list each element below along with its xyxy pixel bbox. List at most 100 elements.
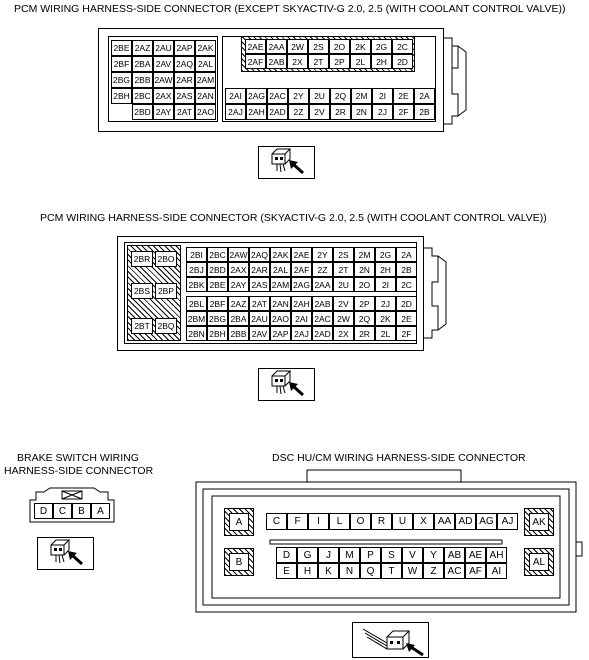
pin-cell: 2W <box>287 39 308 54</box>
pin-cell: 2AE <box>245 39 266 54</box>
pin-cell: 2AI <box>291 311 312 326</box>
pin-cell: 2BS <box>131 283 153 299</box>
pin-cell: 2BD <box>207 262 228 277</box>
pin-cell: 2AZ <box>132 40 153 56</box>
pin-cell: AD <box>455 513 476 530</box>
pin-cell: 2L <box>375 326 396 341</box>
pin-cell: 2AN <box>195 88 216 104</box>
pcm1-view-icon <box>258 146 315 179</box>
dsc-corner-pin: AK <box>529 513 549 531</box>
pin-cell: 2AU <box>153 40 174 56</box>
pin-cell: 2AU <box>249 311 270 326</box>
pin-cell: 2C <box>392 39 413 54</box>
pin-cell: 2BB <box>132 72 153 88</box>
pin-cell: 2AR <box>174 72 195 88</box>
pin-cell: 2AC <box>267 88 288 104</box>
pin-cell: 2H <box>375 262 396 277</box>
dsc-housing <box>195 469 583 613</box>
pin-cell: 2AH <box>291 296 312 311</box>
pin-cell: E <box>276 563 297 579</box>
pin-cell: C <box>266 513 287 530</box>
pin-cell: 2AV <box>153 56 174 72</box>
pin-cell: 2X <box>287 54 308 69</box>
pin-cell: 2R <box>354 326 375 341</box>
pin-cell: 2U <box>333 277 354 292</box>
pin-cell: 2E <box>393 88 414 104</box>
pin-cell: 2AW <box>153 72 174 88</box>
pin-cell: 2AK <box>270 247 291 262</box>
pin-cell: 2C <box>396 277 417 292</box>
pin-cell: 2AZ <box>228 296 249 311</box>
pin-cell: 2AX <box>153 88 174 104</box>
pin-cell: 2AG <box>246 88 267 104</box>
pin-cell: 2R <box>330 104 351 120</box>
pin-cell: 2AT <box>249 296 270 311</box>
pin-cell: N <box>339 563 360 579</box>
pin-cell: 2BI <box>186 247 207 262</box>
pin-cell: 2K <box>375 311 396 326</box>
pin-cell: 2AG <box>291 277 312 292</box>
pin-cell: 2AR <box>249 262 270 277</box>
pin-cell: 2AJ <box>291 326 312 341</box>
pin-cell: 2AO <box>195 104 216 120</box>
pin-cell: P <box>360 547 381 563</box>
pin-cell: 2Y <box>288 88 309 104</box>
brake-title-line2: HARNESS-SIDE CONNECTOR <box>4 465 154 477</box>
pin-cell: 2BM <box>186 311 207 326</box>
pin-cell: U <box>392 513 413 530</box>
pin-cell: 2BH <box>207 326 228 341</box>
pin-cell: 2AP <box>174 40 195 56</box>
pin-cell: AH <box>486 547 507 563</box>
pin-cell: AA <box>434 513 455 530</box>
pin-cell: A <box>91 503 110 519</box>
pcm2-view-icon <box>258 368 315 401</box>
dsc-corner-pin: A <box>229 513 249 531</box>
pin-cell: 2AH <box>246 104 267 120</box>
pin-cell: 2O <box>329 39 350 54</box>
pin-cell: 2V <box>309 104 330 120</box>
pin-cell: O <box>350 513 371 530</box>
pcm1-title: PCM WIRING HARNESS-SIDE CONNECTOR (EXCEP… <box>14 3 566 15</box>
pin-cell: 2AI <box>225 88 246 104</box>
pin-cell: 2Q <box>354 311 375 326</box>
pin-cell: 2AB <box>312 296 333 311</box>
pin-cell: 2D <box>392 54 413 69</box>
pin-cell: 2AJ <box>225 104 246 120</box>
pin-cell: 2AA <box>266 39 287 54</box>
pin-cell: 2BA <box>228 311 249 326</box>
pin-cell: 2BD <box>132 104 153 120</box>
pin-cell: 2P <box>354 296 375 311</box>
pin-cell: 2BH <box>111 88 132 104</box>
brake-view-icon <box>37 537 94 570</box>
pin-cell: F <box>287 513 308 530</box>
pin-cell: Z <box>423 563 444 579</box>
pin-cell: 2K <box>350 39 371 54</box>
pin-cell: Y <box>423 547 444 563</box>
pin-cell: 2S <box>308 39 329 54</box>
pin-cell: AJ <box>497 513 518 530</box>
pin-cell: 2AQ <box>174 56 195 72</box>
pin-cell: 2AK <box>195 40 216 56</box>
pin-cell: R <box>371 513 392 530</box>
pin-cell: 2AF <box>245 54 266 69</box>
pin-cell: 2F <box>396 326 417 341</box>
pin-cell: 2BG <box>111 72 132 88</box>
pin-cell: V <box>402 547 423 563</box>
pcm1-latch <box>444 37 467 125</box>
pin-cell: 2BT <box>131 318 153 334</box>
pin-cell: 2BE <box>207 277 228 292</box>
pin-cell: 2E <box>396 311 417 326</box>
pin-cell: 2D <box>396 296 417 311</box>
pin-cell: 2BA <box>132 56 153 72</box>
pin-cell: 2W <box>333 311 354 326</box>
pin-cell: AC <box>444 563 465 579</box>
pin-cell: 2BP <box>155 283 177 299</box>
pin-cell: 2F <box>393 104 414 120</box>
pin-cell: 2M <box>351 88 372 104</box>
pin-cell: 2BC <box>132 88 153 104</box>
pin-cell: D <box>34 503 53 519</box>
pin-cell: 2X <box>333 326 354 341</box>
pin-cell: 2T <box>308 54 329 69</box>
pin-cell: K <box>318 563 339 579</box>
pin-cell: 2J <box>375 296 396 311</box>
